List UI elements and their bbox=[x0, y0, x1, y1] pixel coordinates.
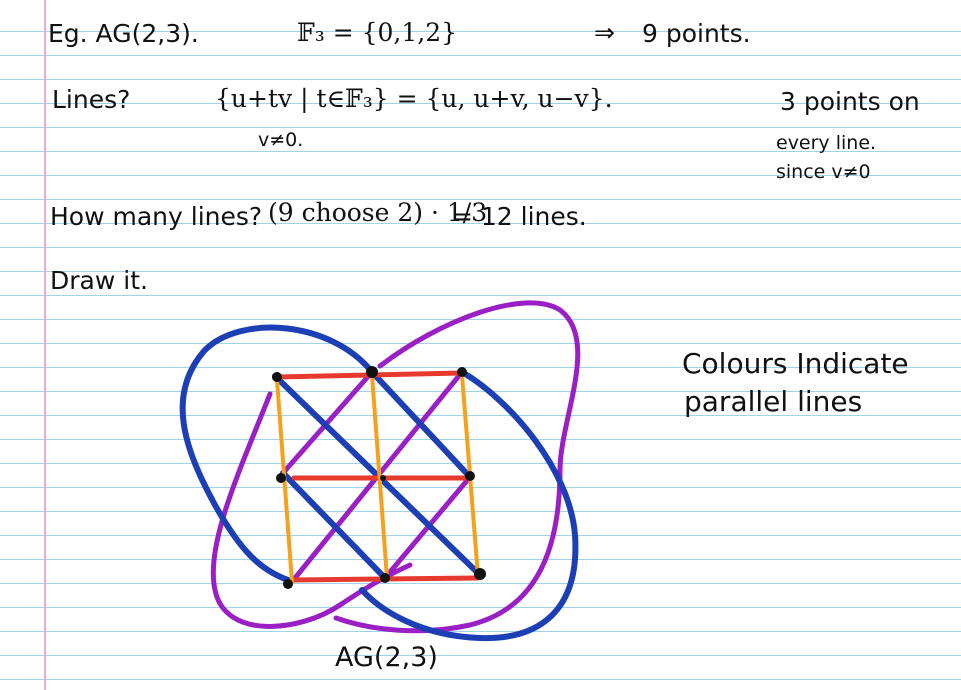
point bbox=[366, 366, 378, 378]
draw-it-note: Draw it. bbox=[50, 266, 148, 295]
parallel-lines-note: parallel lines bbox=[684, 385, 863, 418]
points bbox=[272, 366, 486, 589]
point bbox=[457, 367, 467, 377]
point bbox=[272, 372, 282, 382]
implies-arrow: ⇒ bbox=[594, 18, 615, 47]
point bbox=[474, 568, 486, 580]
line-set-definition: {u+tv | t∈𝔽₃} = {u, u+v, u−v}. bbox=[215, 84, 613, 113]
three-points-note: 3 points on bbox=[780, 87, 920, 116]
lines-question: Lines? bbox=[52, 85, 131, 114]
point bbox=[380, 573, 390, 583]
colours-indicate-note: Colours Indicate bbox=[682, 347, 909, 380]
purple-line-upper bbox=[280, 369, 375, 476]
point bbox=[380, 475, 386, 481]
v-nonzero-note: v≠0. bbox=[258, 129, 304, 151]
every-line-note: every line. bbox=[776, 132, 877, 154]
antidiagonal-lines bbox=[210, 300, 581, 634]
figure-caption: AG(2,3) bbox=[335, 642, 438, 673]
point bbox=[465, 471, 475, 481]
binomial-expression: (9 choose 2) · 1/3 bbox=[268, 198, 488, 227]
blue-line-lower bbox=[280, 470, 388, 581]
margin-line bbox=[44, 0, 46, 690]
example-heading: Eg. AG(2,3). bbox=[48, 19, 199, 48]
field-definition: 𝔽₃ = {0,1,2} bbox=[297, 18, 458, 47]
blue-line-upper bbox=[369, 369, 473, 480]
orange-line-center bbox=[370, 373, 389, 580]
point bbox=[276, 473, 286, 483]
blue-outer-loop-right bbox=[359, 369, 579, 642]
points-count: 9 points. bbox=[642, 19, 751, 48]
how-many-lines: How many lines? bbox=[50, 202, 263, 231]
purple-outer-curve bbox=[333, 300, 581, 634]
point bbox=[283, 579, 293, 589]
twelve-lines: = 12 lines. bbox=[452, 202, 587, 231]
blue-outer-loop-left bbox=[179, 324, 375, 583]
diagonal-lines bbox=[179, 324, 579, 642]
since-note: since v≠0 bbox=[776, 161, 871, 183]
